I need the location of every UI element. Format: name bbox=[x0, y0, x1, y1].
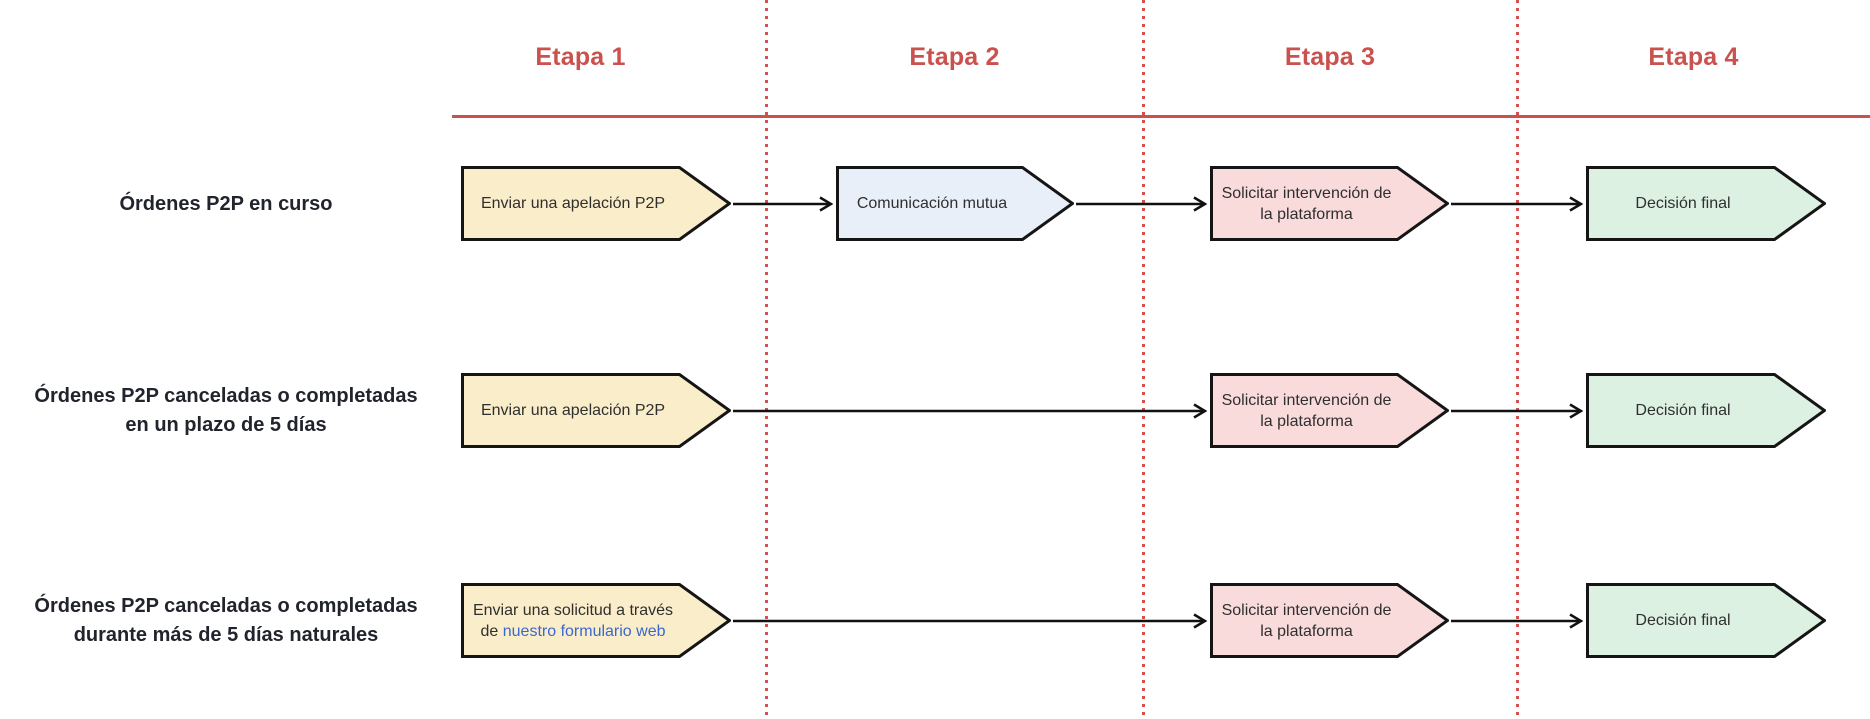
stage-header-3: Etapa 3 bbox=[1284, 43, 1376, 71]
pentagon-outline bbox=[1210, 583, 1449, 658]
row-label-1: Órdenes P2P en curso bbox=[0, 190, 452, 219]
row-label-3: Órdenes P2P canceladas o completadas dur… bbox=[0, 592, 452, 650]
step-shape-final-decision: Decisión final bbox=[1586, 373, 1826, 448]
pentagon-outline bbox=[1586, 583, 1826, 658]
pentagon-outline bbox=[1586, 166, 1826, 241]
arrow-connector bbox=[733, 194, 834, 214]
pentagon-outline bbox=[1586, 373, 1826, 448]
stage-header-4: Etapa 4 bbox=[1648, 43, 1739, 71]
step-shape-mutual-communication: Comunicación mutua bbox=[836, 166, 1074, 241]
pentagon-outline bbox=[1210, 166, 1449, 241]
step-label: Solicitar intervención de bbox=[1221, 391, 1392, 409]
step-label-prefix: de bbox=[480, 622, 499, 640]
step-label: Solicitar intervención de bbox=[1221, 601, 1392, 619]
column-divider-2 bbox=[1142, 0, 1145, 719]
step-label: Enviar una solicitud a través bbox=[472, 601, 674, 619]
step-label: la plataforma bbox=[1260, 622, 1353, 640]
pentagon-outline bbox=[1210, 373, 1449, 448]
row-label-text: en un plazo de 5 días bbox=[125, 414, 327, 436]
step-label: Solicitar intervención de bbox=[1221, 184, 1392, 202]
arrow-connector bbox=[733, 611, 1208, 631]
step-label: Enviar una apelación P2P bbox=[480, 402, 666, 419]
stage-underline bbox=[452, 115, 1870, 118]
step-shape-send-appeal: Enviar una apelación P2P bbox=[461, 166, 731, 241]
arrow-connector bbox=[1451, 401, 1584, 421]
pentagon-outline bbox=[461, 166, 731, 241]
row-label-text: Órdenes P2P en curso bbox=[119, 193, 333, 215]
step-shape-submit-web-form: Enviar una solicitud a través de nuestro… bbox=[461, 583, 731, 658]
stage-header-1: Etapa 1 bbox=[535, 43, 626, 71]
row-label-text: durante más de 5 días naturales bbox=[73, 624, 379, 646]
pentagon-outline bbox=[461, 583, 731, 658]
step-label: la plataforma bbox=[1260, 412, 1353, 430]
step-shape-final-decision: Decisión final bbox=[1586, 166, 1826, 241]
web-form-link[interactable]: nuestro formulario web bbox=[502, 622, 666, 640]
step-label: Comunicación mutua bbox=[856, 195, 1008, 212]
row-label-2: Órdenes P2P canceladas o completadas en … bbox=[0, 382, 452, 440]
step-label: Decisión final bbox=[1635, 195, 1731, 212]
arrow-connector bbox=[1076, 194, 1208, 214]
pentagon-outline bbox=[836, 166, 1074, 241]
step-shape-platform-intervention: Solicitar intervención de la plataforma bbox=[1210, 166, 1449, 241]
step-label: Decisión final bbox=[1635, 612, 1731, 629]
arrow-connector bbox=[733, 401, 1208, 421]
stage-header-2: Etapa 2 bbox=[909, 43, 1000, 71]
arrow-connector bbox=[1451, 611, 1584, 631]
step-label: Enviar una apelación P2P bbox=[480, 195, 666, 212]
pentagon-outline bbox=[461, 373, 731, 448]
arrow-connector bbox=[1451, 194, 1584, 214]
row-label-text: Órdenes P2P canceladas o completadas bbox=[34, 595, 418, 617]
column-divider-3 bbox=[1516, 0, 1519, 719]
step-shape-final-decision: Decisión final bbox=[1586, 583, 1826, 658]
step-shape-platform-intervention: Solicitar intervención de la plataforma bbox=[1210, 373, 1449, 448]
step-label: Decisión final bbox=[1635, 402, 1731, 419]
row-label-text: Órdenes P2P canceladas o completadas bbox=[34, 385, 418, 407]
step-shape-send-appeal: Enviar una apelación P2P bbox=[461, 373, 731, 448]
step-label: de nuestro formulario web bbox=[481, 621, 666, 642]
step-shape-platform-intervention: Solicitar intervención de la plataforma bbox=[1210, 583, 1449, 658]
step-label: la plataforma bbox=[1260, 205, 1353, 223]
column-divider-1 bbox=[765, 0, 768, 719]
